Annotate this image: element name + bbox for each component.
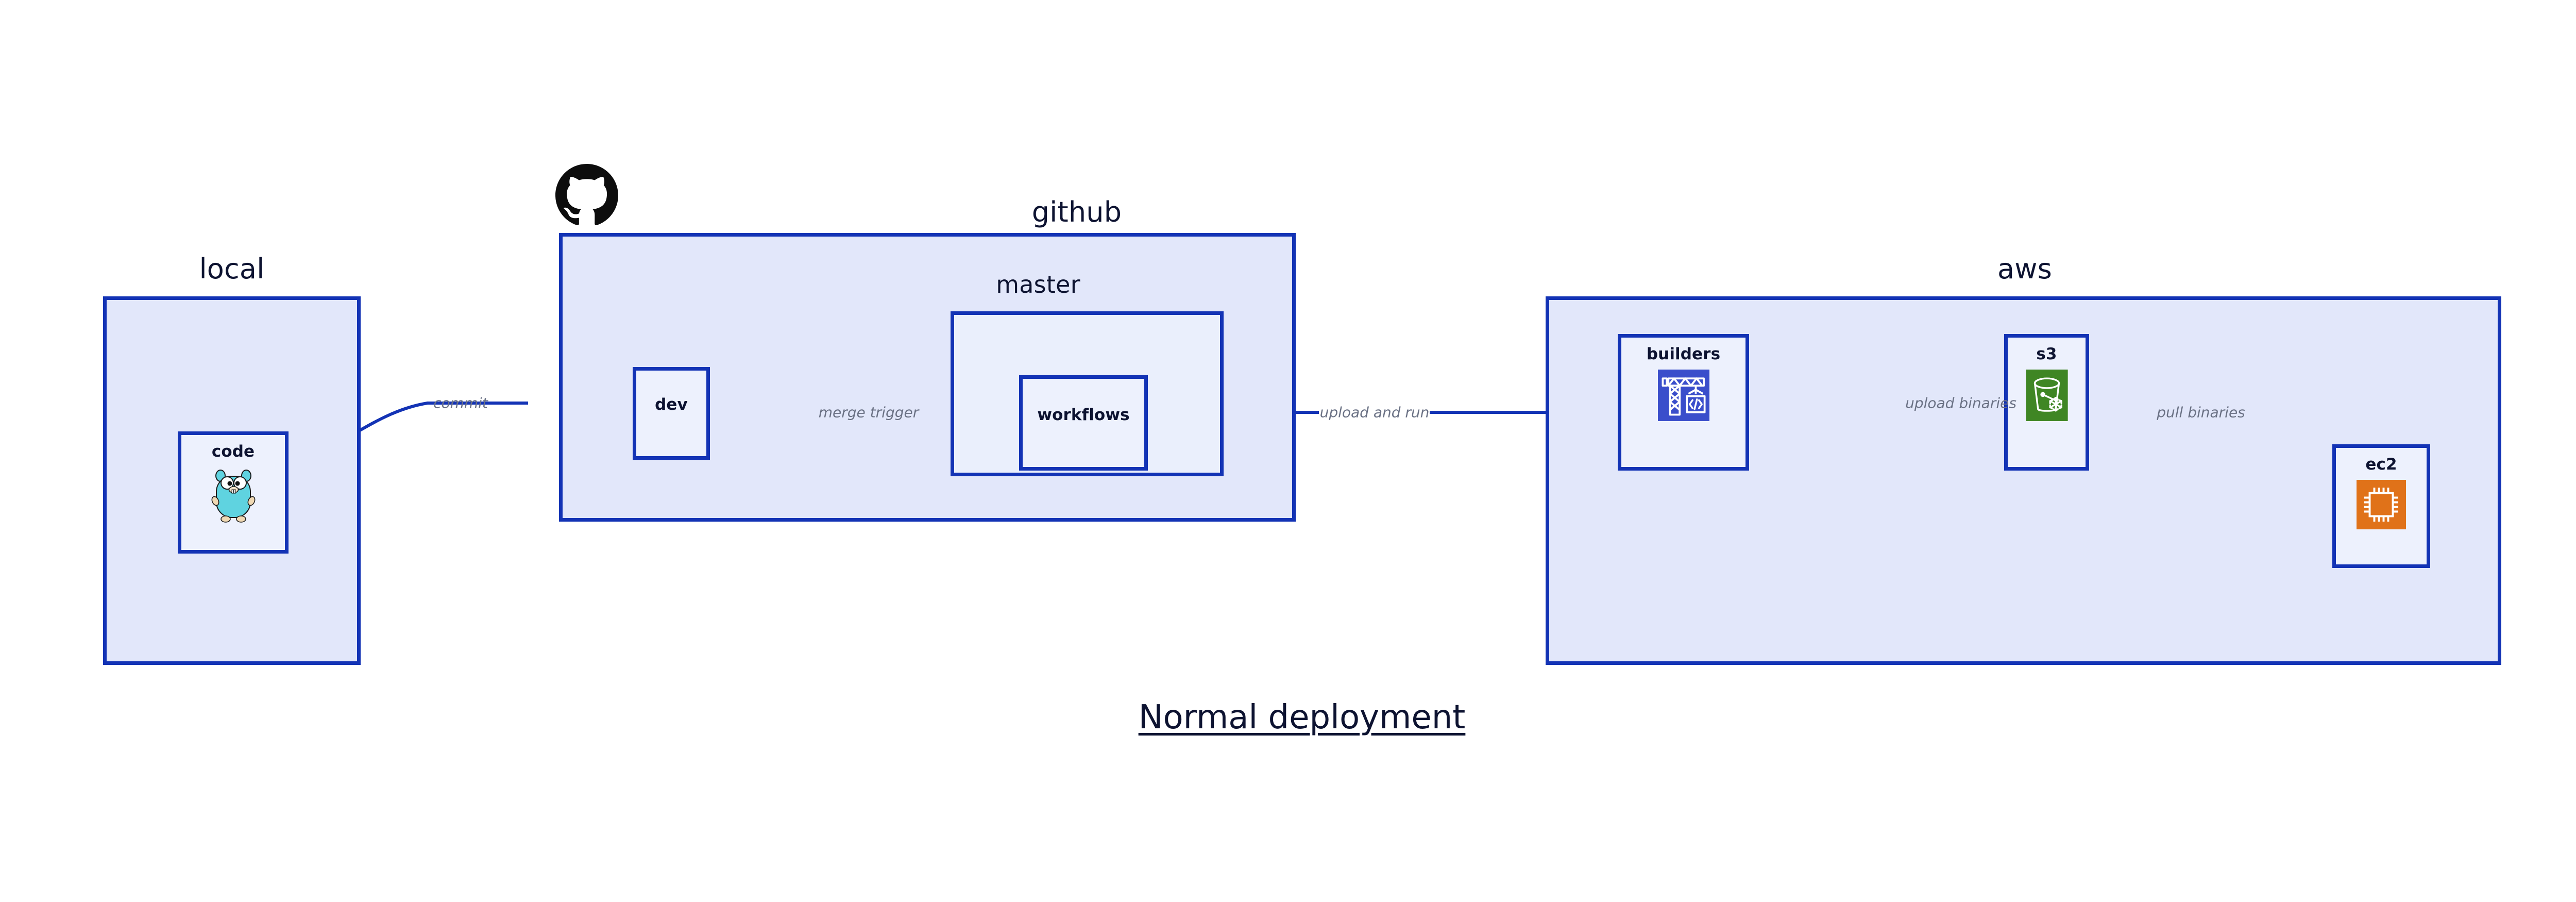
diagram-caption: Normal deployment — [1138, 698, 1466, 737]
node-ec2[interactable]: ec2 — [2332, 444, 2430, 568]
node-s3[interactable]: s3 — [2004, 334, 2089, 471]
subgroup-label-master: master — [996, 271, 1080, 298]
node-label-s3: s3 — [2036, 345, 2057, 363]
group-label-local: local — [199, 253, 265, 285]
node-code[interactable]: code — [178, 431, 289, 554]
group-label-github: github — [1031, 196, 1122, 228]
node-label-ec2: ec2 — [2365, 455, 2397, 474]
node-label-dev: dev — [655, 395, 688, 414]
github-octocat-logo — [555, 164, 618, 227]
aws-ec2-chip-icon — [2357, 480, 2406, 529]
group-label-aws: aws — [1997, 253, 2052, 285]
node-label-code: code — [211, 442, 255, 461]
edge-label-commit: commit — [433, 394, 488, 412]
node-builders[interactable]: builders — [1618, 334, 1749, 471]
aws-s3-bucket-icon — [2025, 370, 2068, 421]
go-gopher-icon — [211, 467, 256, 525]
aws-builders-crane-icon — [1657, 370, 1709, 421]
node-workflows[interactable]: workflows — [1019, 375, 1148, 471]
node-dev[interactable]: dev — [633, 367, 710, 460]
edge-label-upload-and-run: upload and run — [1319, 404, 1430, 421]
node-label-workflows: workflows — [1037, 406, 1130, 424]
edge-label-upload-binaries: upload binaries — [1905, 394, 2016, 412]
edge-label-merge-trigger: merge trigger — [818, 404, 919, 421]
node-label-builders: builders — [1646, 345, 1721, 363]
edge-label-pull-binaries: pull binaries — [2157, 404, 2245, 421]
